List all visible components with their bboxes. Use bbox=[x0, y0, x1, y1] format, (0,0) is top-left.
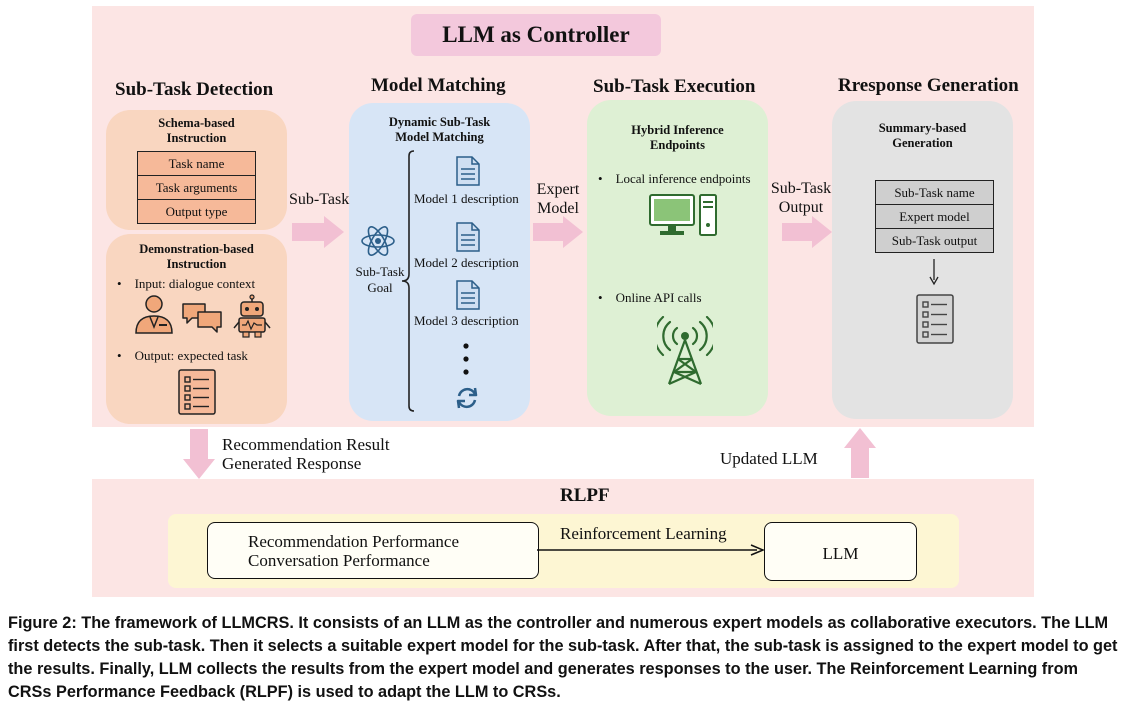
down-block-arrow bbox=[183, 429, 215, 479]
response-panel bbox=[832, 101, 1013, 419]
response-row: Sub-Task name bbox=[876, 181, 993, 205]
performance-box bbox=[207, 522, 539, 579]
reinforcement-learning-label: Reinforcement Learning bbox=[560, 524, 727, 543]
llm-box bbox=[764, 522, 917, 581]
schema-row: Task arguments bbox=[138, 176, 255, 200]
column-title-matching: Model Matching bbox=[371, 75, 506, 96]
column-title-detection: Sub-Task Detection bbox=[115, 79, 274, 100]
response-row: Expert model bbox=[876, 205, 993, 229]
model-matching-panel bbox=[349, 103, 530, 421]
ellipsis-dots-icon bbox=[463, 343, 469, 375]
person-icon bbox=[135, 295, 173, 334]
execution-title: Hybrid Inference Endpoints bbox=[631, 123, 724, 152]
demo-title: Demonstration-based Instruction bbox=[139, 242, 254, 271]
document-icon bbox=[456, 156, 480, 186]
schema-table: Task name Task arguments Output type bbox=[137, 151, 256, 224]
updated-llm-label: Updated LLM bbox=[720, 449, 818, 468]
rlpf-title: RLPF bbox=[560, 485, 610, 506]
subtask-goal-label: Sub-Task Goal bbox=[355, 264, 405, 295]
column-title-response: Rresponse Generation bbox=[838, 75, 1019, 96]
recommendation-result-label: Recommendation Result Generated Response bbox=[222, 435, 390, 473]
document-icon bbox=[456, 222, 480, 252]
response-row: Sub-Task output bbox=[891, 233, 978, 248]
model-description: Model 3 description bbox=[414, 313, 519, 328]
matching-title: Dynamic Sub-Task Model Matching bbox=[388, 115, 491, 144]
right-block-arrow bbox=[782, 216, 832, 248]
down-arrow-icon bbox=[929, 259, 939, 286]
schema-title: Schema-based Instruction bbox=[158, 116, 235, 145]
refresh-icon bbox=[456, 387, 478, 409]
model-brace bbox=[401, 150, 415, 412]
local-endpoints-bullet: • Local inference endpoints bbox=[598, 171, 751, 186]
chat-bubbles-icon bbox=[182, 303, 222, 333]
online-api-bullet: • Online API calls bbox=[598, 290, 702, 305]
demo-input-bullet: • Input: dialogue context bbox=[117, 276, 256, 291]
atom-icon bbox=[361, 226, 395, 256]
summary-list-icon bbox=[916, 294, 954, 344]
subtask-output-arrow-label: Sub-Task Output bbox=[770, 180, 832, 216]
response-table: Sub-Task name Expert model Sub-Task outp… bbox=[875, 180, 994, 253]
expert-model-arrow-label: Expert Model bbox=[536, 181, 580, 217]
llm-label: LLM bbox=[822, 544, 859, 563]
schema-row: Output type bbox=[165, 204, 228, 219]
response-title: Summary-based Generation bbox=[878, 121, 967, 150]
desktop-computer-icon bbox=[649, 194, 717, 236]
figure-caption: Figure 2: The framework of LLMCRS. It co… bbox=[8, 614, 1118, 701]
subtask-arrow-label: Sub-Task bbox=[289, 191, 350, 208]
reinforcement-arrow bbox=[537, 544, 765, 556]
model-description: Model 2 description bbox=[414, 255, 519, 270]
right-block-arrow bbox=[292, 216, 344, 248]
task-list-icon bbox=[178, 369, 216, 415]
robot-icon bbox=[233, 294, 271, 338]
performance-labels: Recommendation Performance Conversation … bbox=[248, 532, 460, 570]
document-icon bbox=[456, 280, 480, 310]
controller-title: LLM as Controller bbox=[411, 14, 661, 56]
antenna-tower-icon bbox=[657, 316, 713, 386]
schema-row: Task name bbox=[138, 152, 255, 176]
demo-output-bullet: • Output: expected task bbox=[117, 348, 248, 363]
up-block-arrow bbox=[844, 428, 876, 478]
right-block-arrow bbox=[533, 216, 583, 248]
model-description: Model 1 description bbox=[414, 191, 519, 206]
column-title-execution: Sub-Task Execution bbox=[593, 76, 756, 97]
